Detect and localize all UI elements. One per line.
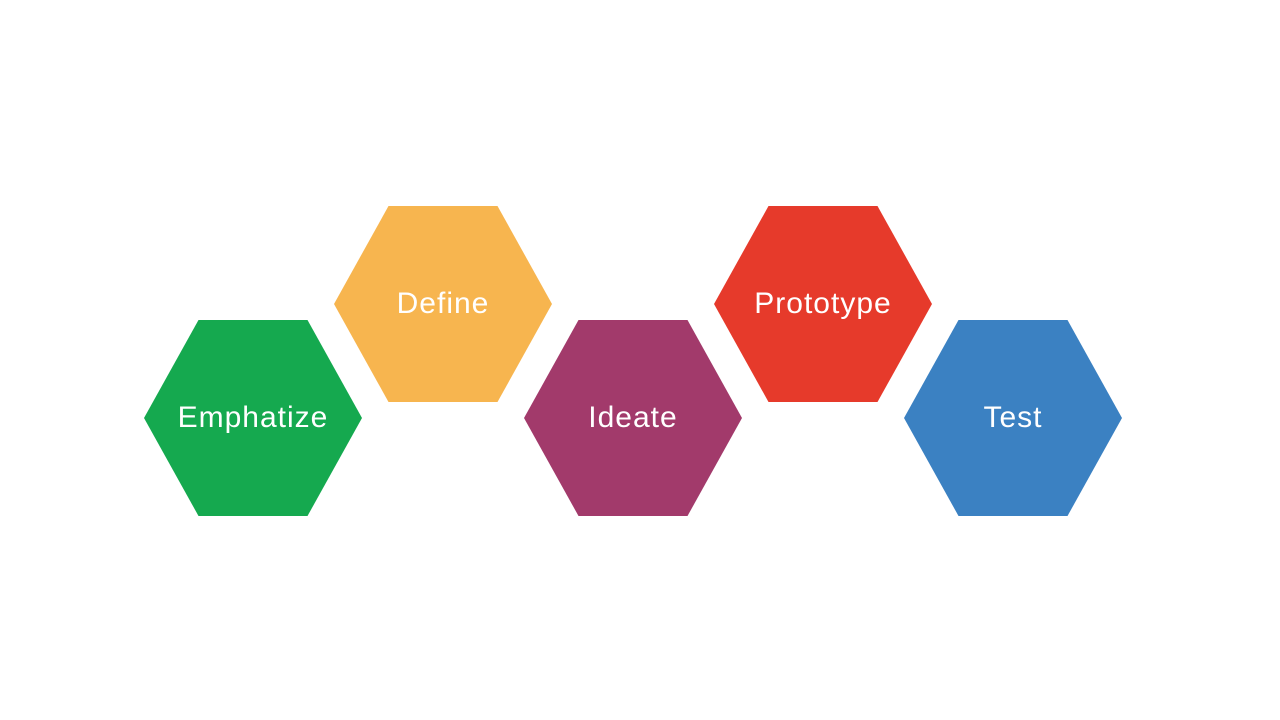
hexagon-define: Define bbox=[334, 206, 552, 402]
hexagon-ideate: Ideate bbox=[524, 320, 742, 516]
hexagon-label-emphatize: Emphatize bbox=[177, 401, 329, 434]
hexagon-label-ideate: Ideate bbox=[588, 401, 678, 434]
hexagon-emphatize: Emphatize bbox=[144, 320, 362, 516]
hexagon-test: Test bbox=[904, 320, 1122, 516]
hexagon-prototype: Prototype bbox=[714, 206, 932, 402]
hexagon-label-define: Define bbox=[396, 287, 490, 320]
hexagon-label-test: Test bbox=[983, 401, 1043, 434]
hexagon-label-prototype: Prototype bbox=[754, 287, 892, 320]
